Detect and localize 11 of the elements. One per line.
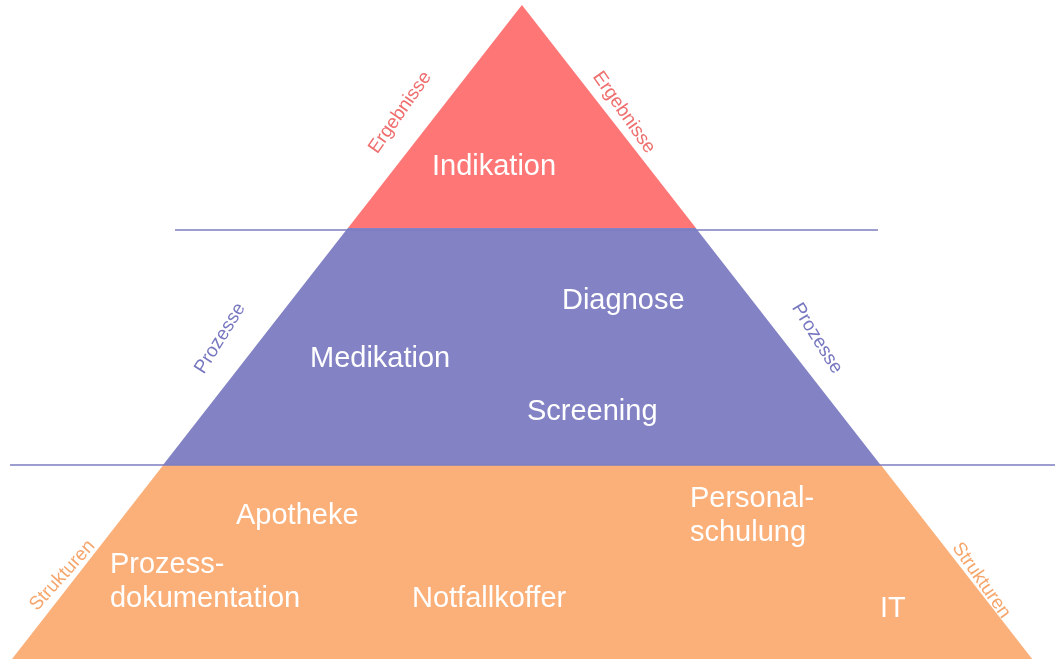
layer-label: Prozess- dokumentation [110,546,301,614]
layer-label: Diagnose [562,282,685,316]
layer-label: Apotheke [236,497,359,531]
pyramid-band [163,228,881,465]
layer-label: Notfallkoffer [412,580,567,614]
layer-label: Personal- schulung [690,480,815,548]
layer-label: Indikation [432,148,557,182]
pyramid-band [11,465,1033,659]
layer-label: Screening [527,393,658,427]
layer-label: Medikation [310,340,451,374]
layer-label: IT [880,590,906,624]
